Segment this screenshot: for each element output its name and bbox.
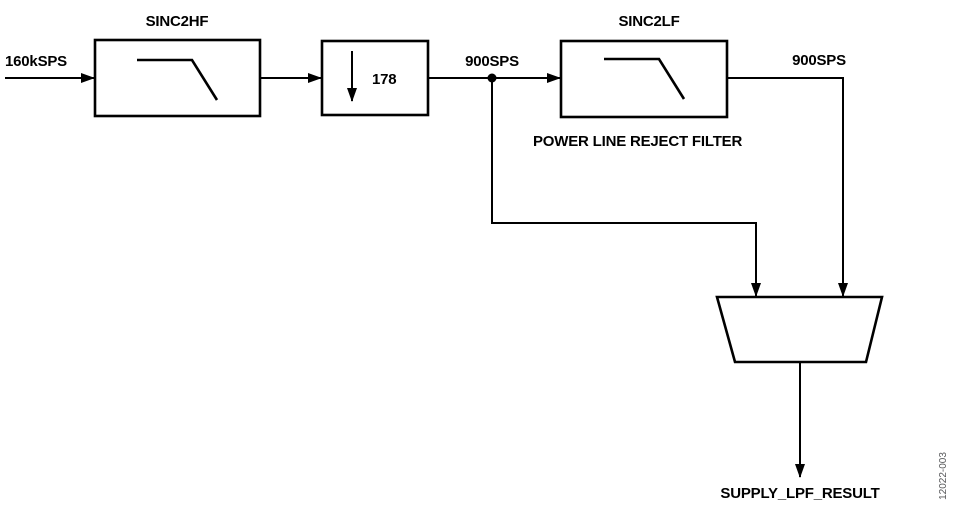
power-line-reject-caption: POWER LINE REJECT FILTER [533,133,742,150]
figure-id-label: 12022-003 [938,452,949,500]
sinc2hf-box [93,38,262,118]
decimator-box [320,39,430,117]
result-label: SUPPLY_LPF_RESULT [720,485,879,502]
mux-shape [715,295,884,364]
sinc2lf-title: SINC2LF [618,13,679,30]
decimation-factor-label: 178 [372,71,396,88]
out-rate-label: 900SPS [792,52,846,69]
lowpass-curve-icon [137,58,219,101]
sinc2lf-box [559,39,729,119]
lowpass-curve-icon [604,57,686,100]
sinc2lf-output-wire [727,77,848,297]
mid-rate-label: 900SPS [465,53,519,70]
sinc2hf-title: SINC2HF [146,13,209,30]
bypass-branch-wire [491,78,761,297]
input-rate-label: 160kSPS [5,53,67,70]
